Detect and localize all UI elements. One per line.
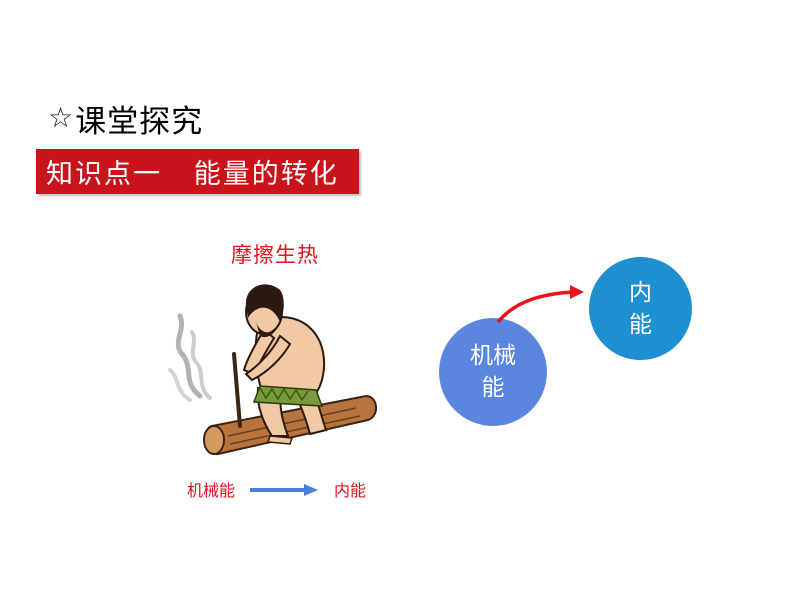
conversion-arrow-icon xyxy=(496,285,584,324)
illustration-caption: 摩擦生热 xyxy=(231,243,319,267)
flow-from-label: 机械能 xyxy=(187,481,236,500)
section-header: ☆ 课堂探究 xyxy=(48,98,204,140)
node-label-line2: 能 xyxy=(481,375,505,401)
mechanical-energy-node: 机械 能 xyxy=(439,318,547,426)
knowledge-point-banner: 知识点一 能量的转化 xyxy=(36,149,359,194)
flow-to-label: 内能 xyxy=(334,481,367,500)
node-label-line2: 能 xyxy=(629,311,652,338)
page-title: 课堂探究 xyxy=(75,103,204,140)
node-label-line1: 机械 xyxy=(470,343,516,369)
internal-energy-node: 内 能 xyxy=(589,257,692,360)
star-icon: ☆ xyxy=(48,101,74,134)
caveman-fire-illustration xyxy=(168,284,377,455)
node-label-line1: 内 xyxy=(629,279,652,306)
flow-arrow-icon xyxy=(250,484,318,496)
